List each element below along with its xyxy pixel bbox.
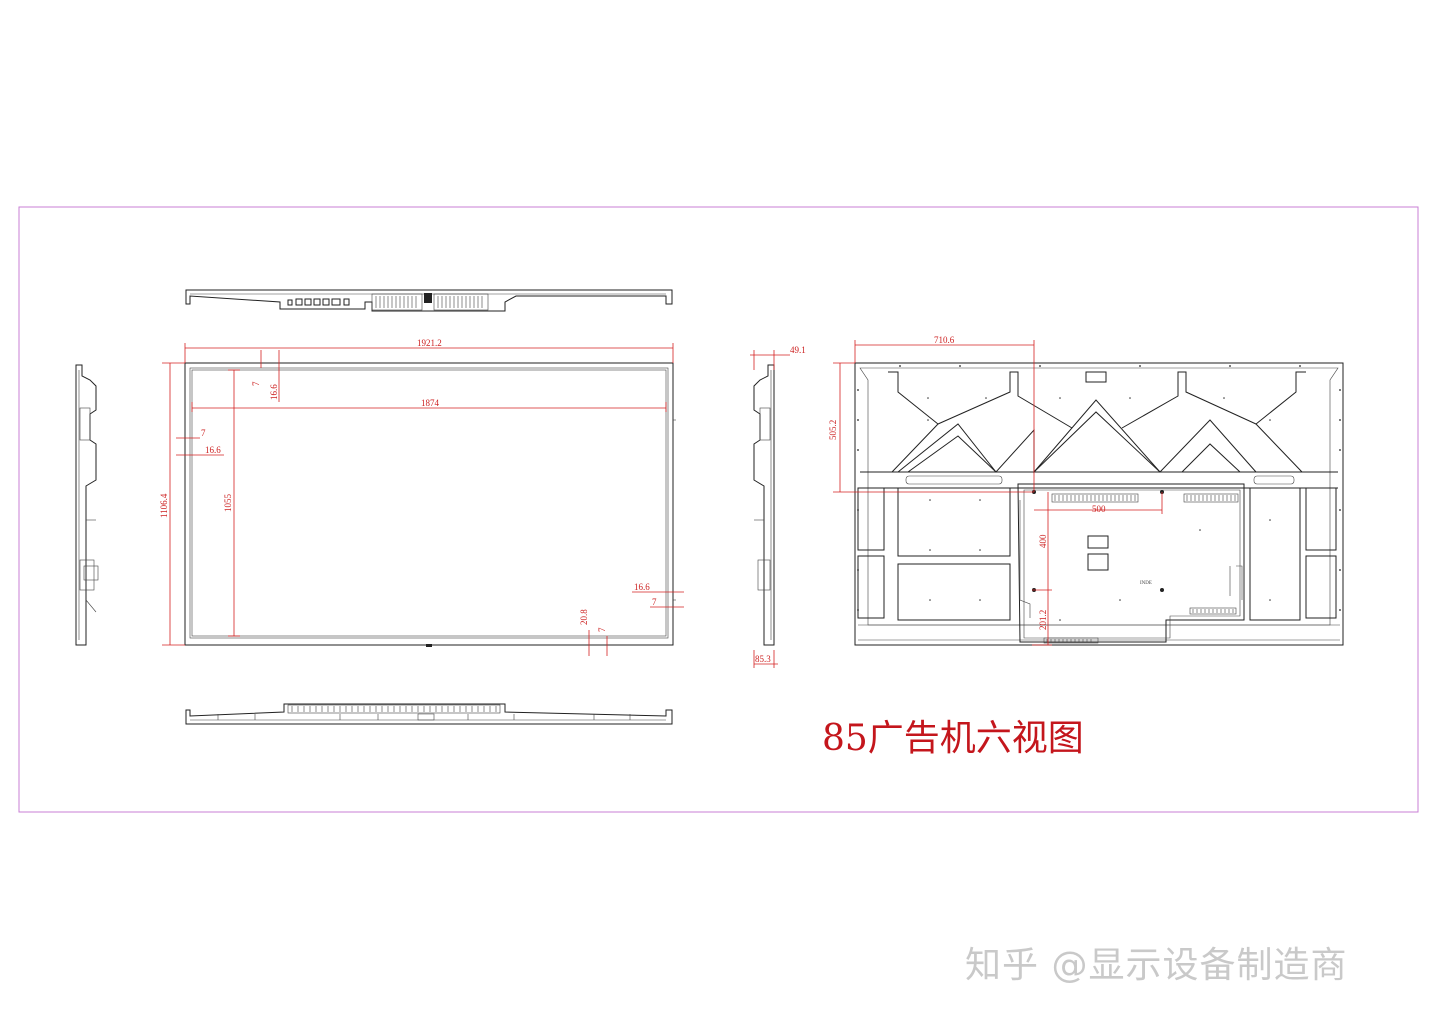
top-view-ports (287, 298, 350, 306)
dim-left-border-outer: 7 (201, 428, 206, 438)
dim-side-depth-bottom: 85.3 (755, 654, 771, 664)
dim-vesa-height: 400 (1038, 534, 1048, 548)
dim-overall-height: 1106.4 (159, 493, 169, 518)
top-view-vent-right (433, 293, 489, 311)
dim-top-border-inner: 16.6 (269, 384, 279, 400)
dim-overall-width: 1921.2 (417, 338, 442, 348)
right-side-view (753, 364, 775, 646)
top-view (185, 289, 673, 312)
watermark: 知乎 @显示设备制造商 (965, 945, 1348, 986)
dim-right-border-inner: 16.6 (634, 582, 650, 592)
rear-vent-left (1051, 493, 1139, 503)
bottom-view (185, 703, 673, 725)
dim-vesa-width: 500 (1092, 504, 1106, 514)
dim-vesa-bottom-offset: 201.2 (1038, 610, 1048, 630)
right-side-dimensions: 49.1 85.3 (750, 345, 806, 668)
dim-top-border-outer: 7 (251, 381, 261, 386)
drawing-title: 85广告机六视图 (822, 718, 1084, 759)
drawing-frame (18, 206, 1419, 813)
rear-vent-right (1183, 493, 1239, 503)
rear-view-dimensions: 710.6 505.2 500 400 201.2 (828, 335, 1163, 646)
rear-view: INDE (854, 362, 1344, 646)
dim-side-depth-top: 49.1 (790, 345, 806, 355)
dim-rear-offset-height: 505.2 (828, 420, 838, 440)
top-view-vent-left (371, 293, 423, 311)
dim-bottom-border-outer: 7 (597, 627, 607, 632)
rear-vent-bottom (1043, 607, 1237, 644)
dim-rear-offset-width: 710.6 (934, 335, 955, 345)
dim-right-border-outer: 7 (652, 597, 657, 607)
dim-bottom-border-inner: 20.8 (579, 609, 589, 625)
left-side-view (75, 364, 99, 646)
rear-frame-edge-holes (857, 365, 1341, 611)
dim-screen-height: 1055 (223, 494, 233, 513)
rear-label: INDE (1140, 581, 1152, 586)
front-view (184, 362, 676, 647)
dim-screen-width: 1874 (421, 398, 440, 408)
rear-screw-dots (927, 397, 1271, 621)
front-view-dimensions: 1921.2 1874 1106.4 1055 7 16.6 7 16.6 16… (159, 338, 684, 656)
bottom-view-vent (287, 704, 501, 714)
dim-left-border-inner: 16.6 (205, 445, 221, 455)
rear-mount-hole-bottom-right (1160, 588, 1164, 592)
